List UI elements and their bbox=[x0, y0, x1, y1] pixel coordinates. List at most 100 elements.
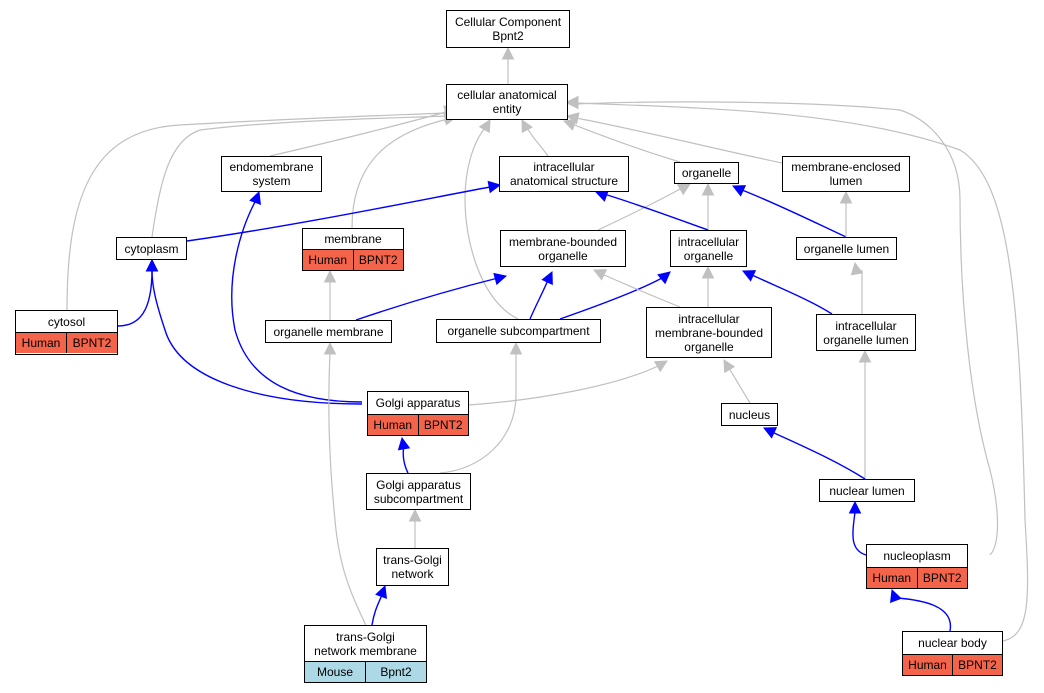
species-label: Human bbox=[908, 658, 947, 672]
arrowhead-tgnm-tgn bbox=[375, 584, 387, 599]
edge-gas-osc bbox=[439, 352, 517, 474]
edge-osc-cae bbox=[464, 127, 519, 320]
species-label: Mouse bbox=[316, 665, 354, 679]
node-label: trans-Golgi network membrane bbox=[314, 629, 417, 658]
species-label: Human bbox=[373, 418, 413, 432]
arrowhead-mbo-org bbox=[676, 183, 691, 196]
annotation-row: Human BPNT2 bbox=[867, 567, 967, 588]
arrowhead-tgnm-om bbox=[323, 341, 337, 355]
species-label: Human bbox=[872, 571, 912, 585]
node-label: nucleus bbox=[728, 407, 771, 422]
node-label: organelle bbox=[681, 166, 732, 180]
arrowhead-gas-golgi bbox=[397, 436, 411, 451]
node-label: intracellular organelle lumen bbox=[823, 318, 909, 347]
node-cellular-anatomical-entity[interactable]: cellular anatomical entity bbox=[446, 84, 568, 120]
node-label: nuclear lumen bbox=[829, 483, 905, 498]
gene-label: BPNT2 bbox=[916, 568, 968, 588]
edge-endo-cae bbox=[269, 111, 447, 157]
node-label: trans-Golgi network bbox=[383, 553, 442, 581]
node-membrane-enclosed-lumen[interactable]: membrane-enclosed lumen bbox=[782, 156, 910, 192]
node-label: Cellular Component Bpnt2 bbox=[454, 15, 562, 43]
node-nuclear-lumen[interactable]: nuclear lumen bbox=[819, 479, 915, 502]
node-nuclear-body[interactable]: nuclear body Human BPNT2 bbox=[902, 631, 1003, 676]
node-nucleoplasm[interactable]: nucleoplasm Human BPNT2 bbox=[866, 544, 968, 589]
edge-golgi-endo bbox=[231, 199, 363, 403]
edge-ias-cae bbox=[526, 127, 549, 157]
arrowhead-nl-iol bbox=[858, 349, 872, 363]
node-label: organelle subcompartment bbox=[447, 324, 590, 338]
node-organelle-membrane[interactable]: organelle membrane bbox=[265, 320, 392, 343]
arrowhead-mel-cae bbox=[565, 112, 580, 125]
edge-np-nl bbox=[852, 511, 867, 556]
node-label: membrane-bounded organelle bbox=[508, 234, 618, 263]
arrowhead-ol-mel bbox=[839, 190, 853, 204]
gene-label: Bpnt2 bbox=[365, 662, 426, 682]
edge-mel-cae bbox=[575, 117, 783, 164]
node-membrane[interactable]: membrane Human BPNT2 bbox=[302, 228, 404, 271]
node-label: Golgi apparatus subcompartment bbox=[373, 477, 464, 506]
arrowhead-np-nl bbox=[848, 500, 862, 514]
node-nucleus[interactable]: nucleus bbox=[721, 403, 778, 426]
arrowhead-golgi-imbo bbox=[653, 360, 668, 373]
arrowhead-cae-cc bbox=[501, 46, 515, 60]
species-label: Human bbox=[21, 336, 61, 350]
arrowhead-io-org bbox=[701, 182, 715, 196]
arrowhead-gas-osc bbox=[509, 341, 523, 355]
node-intracellular-organelle[interactable]: intracellular organelle bbox=[670, 230, 747, 267]
node-intracellular-anatomical-structure[interactable]: intracellular anatomical structure bbox=[499, 156, 629, 192]
node-label: nucleoplasm bbox=[883, 549, 951, 563]
arrowhead-nb-np bbox=[890, 588, 902, 603]
node-cytosol[interactable]: cytosol Human BPNT2 bbox=[15, 310, 118, 355]
node-endomembrane-system[interactable]: endomembrane system bbox=[221, 156, 322, 192]
edge-cyto-cae bbox=[151, 115, 447, 238]
annotation-row: Human BPNT2 bbox=[903, 654, 1002, 675]
edge-mbo-org bbox=[597, 187, 683, 231]
arrowhead-golgi-endo bbox=[249, 190, 261, 205]
edge-tgnm-tgn bbox=[371, 594, 383, 626]
arrowhead-tgn-gas bbox=[408, 508, 422, 522]
node-label: cytosol bbox=[47, 314, 86, 329]
arrowhead-nucleus-imbo bbox=[723, 359, 736, 374]
node-trans-golgi-network-membrane[interactable]: trans-Golgi network membrane Mouse Bpnt2 bbox=[304, 625, 427, 683]
arrowhead-om-mem bbox=[323, 269, 337, 283]
edge-nucleus-imbo bbox=[728, 367, 751, 404]
node-organelle[interactable]: organelle bbox=[674, 162, 739, 184]
node-trans-golgi-network[interactable]: trans-Golgi network bbox=[376, 548, 449, 586]
arrowhead-imbo-io bbox=[701, 265, 715, 279]
edge-osc-mbo bbox=[529, 279, 549, 320]
node-label: organelle lumen bbox=[803, 241, 890, 256]
edge-tgnm-om bbox=[328, 351, 367, 627]
node-label: cytoplasm bbox=[124, 241, 179, 256]
edge-cytosol-cyto bbox=[117, 269, 153, 327]
edge-imbo-mbo bbox=[601, 273, 681, 308]
node-label: intracellular organelle bbox=[677, 234, 740, 263]
arrowhead-org-cae bbox=[562, 119, 577, 131]
arrowhead-cytosol-cyto bbox=[145, 258, 159, 272]
node-cytoplasm[interactable]: cytoplasm bbox=[116, 237, 187, 260]
edge-nl-nucleus bbox=[771, 431, 866, 480]
edge-nb-cae bbox=[575, 102, 1029, 642]
node-cellular-component[interactable]: Cellular Component Bpnt2 bbox=[446, 10, 570, 48]
edge-osc-io bbox=[559, 277, 663, 320]
arrowhead-om-mbo bbox=[493, 272, 508, 286]
node-golgi-apparatus-subcompartment[interactable]: Golgi apparatus subcompartment bbox=[366, 473, 471, 510]
annotation-row: Mouse Bpnt2 bbox=[305, 661, 426, 682]
arrowhead-nb-cae bbox=[565, 95, 579, 109]
node-label: membrane-enclosed lumen bbox=[791, 160, 901, 188]
edge-ol-org bbox=[741, 189, 847, 238]
node-golgi-apparatus[interactable]: Golgi apparatus Human BPNT2 bbox=[367, 391, 469, 436]
edge-io-ias bbox=[603, 193, 709, 231]
edge-np-cae bbox=[575, 101, 999, 556]
node-label: membrane bbox=[324, 232, 382, 246]
node-intracellular-organelle-lumen[interactable]: intracellular organelle lumen bbox=[816, 314, 916, 351]
species-label: Human bbox=[308, 253, 348, 267]
arrowhead-iol-ol bbox=[850, 261, 864, 276]
node-organelle-subcompartment[interactable]: organelle subcompartment bbox=[436, 319, 601, 343]
edge-cyto-ias bbox=[186, 186, 491, 242]
node-label: endomembrane system bbox=[229, 160, 314, 188]
node-membrane-bounded-organelle[interactable]: membrane-bounded organelle bbox=[500, 230, 626, 267]
node-label: intracellular anatomical structure bbox=[509, 160, 619, 188]
node-intracellular-membrane-bounded-organelle[interactable]: intracellular membrane-bounded organelle bbox=[646, 307, 772, 358]
node-organelle-lumen[interactable]: organelle lumen bbox=[796, 237, 897, 260]
